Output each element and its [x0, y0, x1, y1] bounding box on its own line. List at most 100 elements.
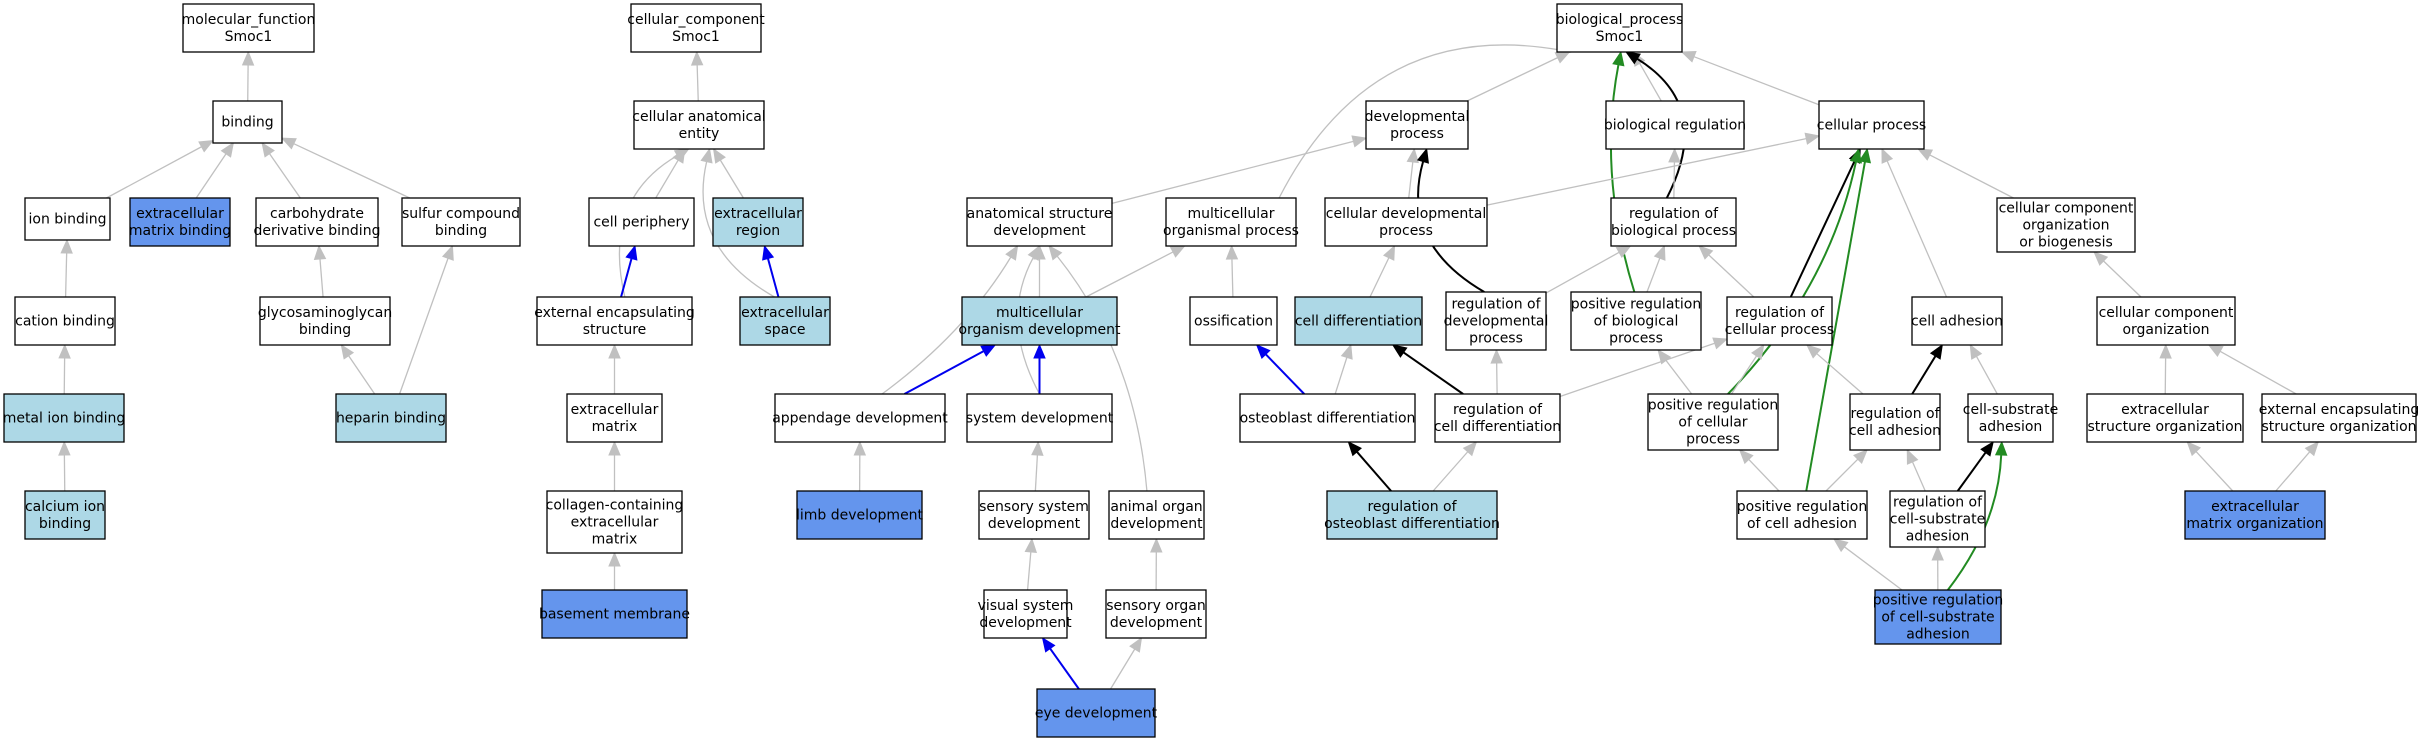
go-term-node[interactable]: system development — [966, 393, 1114, 443]
relation-edge — [195, 153, 227, 199]
node-label-line: development — [993, 223, 1086, 239]
node-label-line: organismal process — [1163, 223, 1299, 239]
relation-edge — [1693, 56, 1820, 106]
relation-edge — [1402, 351, 1464, 395]
relation-edge — [1805, 161, 1866, 492]
relation-edge — [903, 350, 985, 395]
node-label-line: biological process — [1611, 223, 1736, 239]
node-label-line: process — [1686, 432, 1740, 448]
node-box — [401, 197, 521, 247]
node-box — [1647, 393, 1779, 451]
go-term-node[interactable]: eye development — [1035, 688, 1158, 738]
node-label-line: regulation of — [1453, 402, 1543, 418]
go-term-node[interactable]: heparin binding — [335, 393, 447, 443]
go-term-node[interactable]: cellular process — [1817, 100, 1926, 150]
edge-arrowhead — [1738, 449, 1754, 465]
edge-arrowhead — [1653, 244, 1666, 261]
go-term-node[interactable]: cell periphery — [588, 197, 695, 247]
go-term-node[interactable]: biological regulation — [1604, 100, 1746, 150]
relation-edge — [620, 258, 633, 298]
go-term-node[interactable]: metal ion binding — [3, 393, 126, 443]
go-term-node[interactable]: cell adhesion — [1911, 296, 2003, 346]
go-term-node[interactable]: cation binding — [14, 296, 116, 346]
edge-arrowhead — [1804, 132, 1821, 145]
edge-arrowhead — [762, 244, 775, 261]
go-term-node[interactable]: osteoblast differentiation — [1239, 393, 1416, 443]
relation-edge — [1748, 458, 1780, 492]
go-term-node[interactable]: ion binding — [24, 197, 111, 241]
node-label-line: process — [1609, 331, 1663, 347]
relation-edge — [293, 143, 411, 199]
relation-edge — [696, 64, 699, 102]
node-label-line: cellular component — [2099, 305, 2234, 321]
node-label-line: positive regulation — [1648, 398, 1778, 414]
node-label-line: extracellular — [2211, 499, 2299, 515]
edge-arrowhead — [1969, 343, 1983, 360]
node-label-line: adhesion — [1979, 419, 2043, 435]
node-box — [541, 589, 688, 639]
node-box — [796, 490, 923, 540]
node-label-line: extracellular — [136, 206, 224, 222]
node-box — [182, 3, 315, 53]
relation-edge — [881, 256, 1012, 395]
node-label-line: region — [736, 223, 780, 239]
edge-arrowhead — [608, 343, 621, 359]
go-term-node[interactable]: ossification — [1189, 296, 1278, 346]
node-label-line: cell differentiation — [1295, 314, 1422, 330]
node-box — [774, 393, 946, 443]
edge-arrowhead — [1150, 537, 1163, 553]
node-label-line: organism development — [958, 322, 1121, 338]
node-label-line: sensory system — [979, 499, 1089, 515]
node-label-line: process — [1469, 331, 1523, 347]
go-term-node[interactable]: cell differentiation — [1294, 296, 1423, 346]
node-label-line: cell adhesion — [1849, 423, 1941, 439]
go-term-node[interactable]: binding — [212, 100, 283, 144]
go-term-node[interactable]: appendage development — [772, 393, 948, 443]
edge-layer — [58, 43, 2320, 690]
relation-edge — [268, 153, 301, 199]
go-term-node[interactable]: limb development — [796, 490, 924, 540]
go-term-node[interactable]: basement membrane — [539, 589, 690, 639]
node-label-line: matrix — [592, 419, 638, 435]
